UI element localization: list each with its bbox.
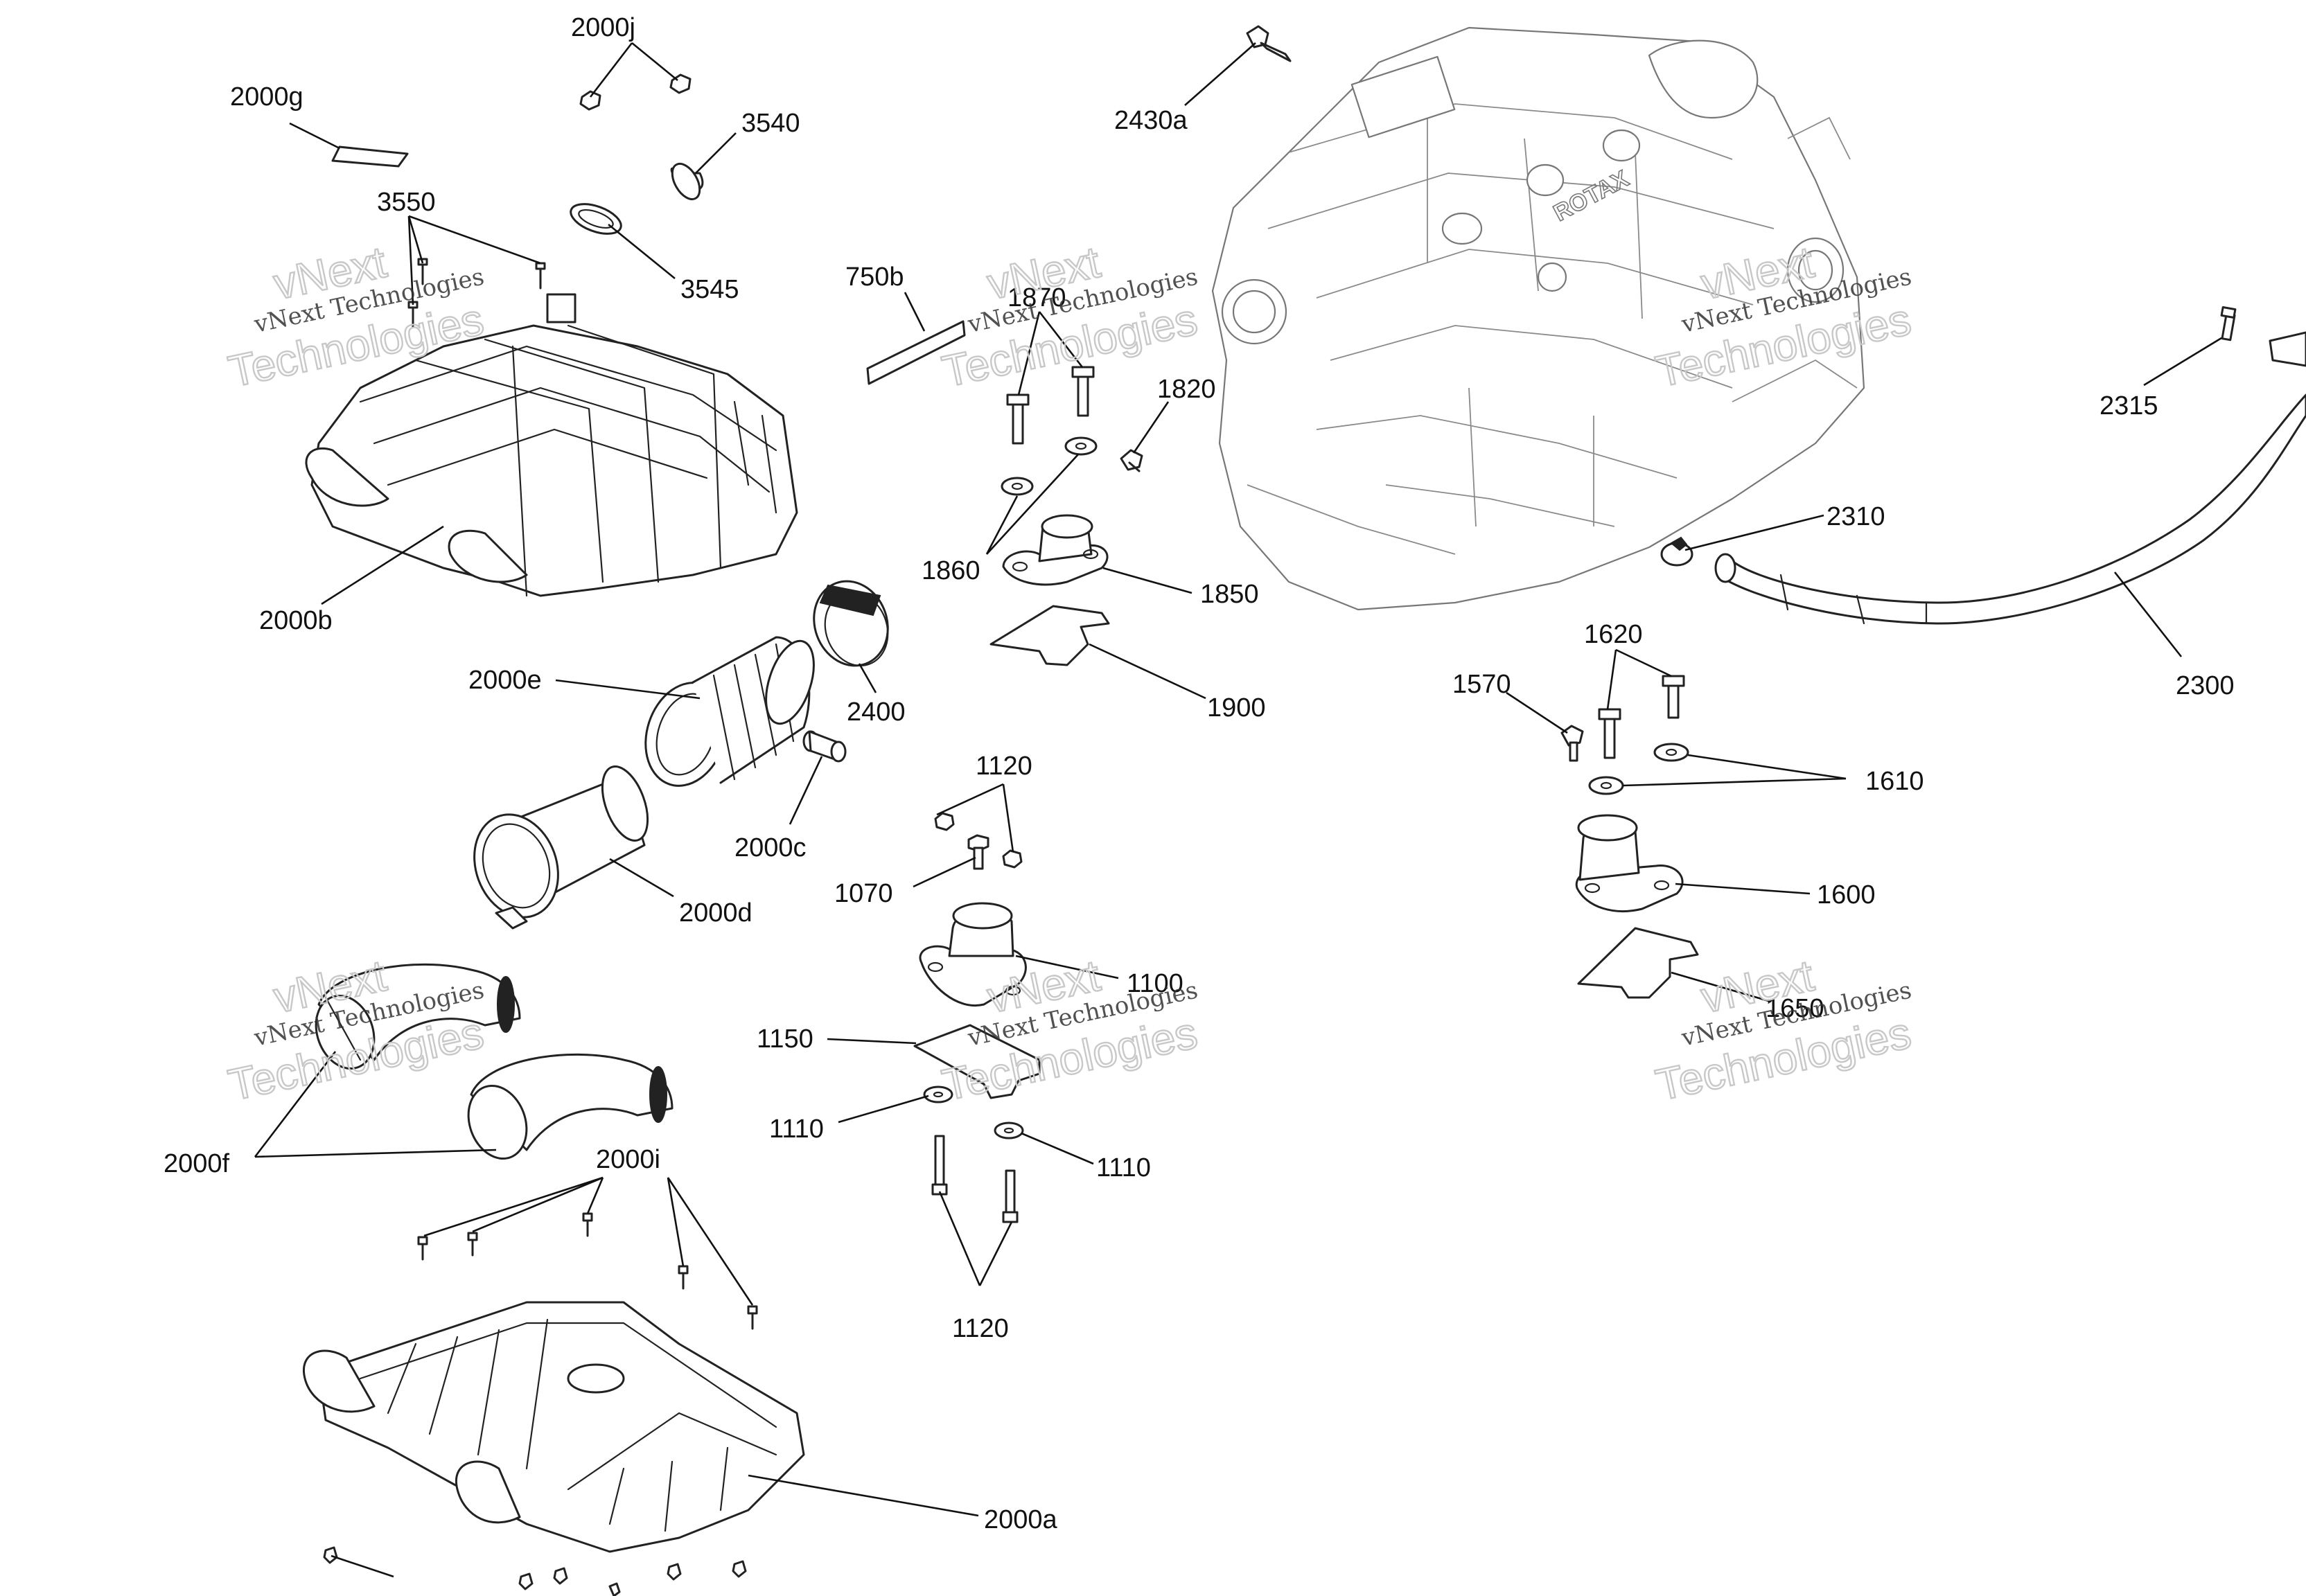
clamp-2310-part: [1660, 536, 1693, 567]
clip-2000j-part: [579, 73, 692, 111]
screw-2000i-part: [417, 1212, 758, 1330]
nut-1120-part: [934, 812, 1023, 869]
label-2315: 2315: [2100, 391, 2158, 420]
engine-mount-1850-part: [1002, 514, 1109, 586]
label-2400: 2400: [847, 698, 906, 727]
seal-3545-part: [570, 203, 622, 235]
label-1120-top: 1120: [976, 752, 1032, 781]
label-2300: 2300: [2176, 671, 2235, 700]
screw-3550-part: [407, 258, 546, 328]
intake-manifold-part: [305, 293, 798, 597]
label-1850: 1850: [1200, 580, 1259, 609]
label-2000g: 2000g: [230, 82, 303, 112]
label-2000f: 2000f: [164, 1149, 230, 1178]
elbow-2000f-part: [315, 963, 674, 1160]
shim-1900-part: [989, 605, 1110, 666]
bolt-2315-part: [2220, 306, 2306, 367]
label-1120-bottom: 1120: [952, 1314, 1009, 1343]
duct-2000e-part: [644, 636, 815, 787]
engine-block: ROTAX: [1211, 26, 1865, 611]
washer-1610-part: [1588, 743, 1689, 795]
tube-2000d-part: [473, 765, 649, 930]
label-1610: 1610: [1865, 767, 1924, 796]
label-2000b: 2000b: [259, 606, 333, 635]
leader-lines: [254, 42, 2222, 1578]
label-2000a: 2000a: [984, 1505, 1058, 1534]
hose-2300-part: [1714, 393, 2306, 625]
bolt-2430a-part: [1246, 25, 1292, 62]
label-1070: 1070: [834, 879, 893, 908]
clamp-2400-part: [813, 580, 889, 667]
label-1650: 1650: [1766, 994, 1824, 1023]
label-3550: 3550: [377, 188, 436, 217]
label-2000d: 2000d: [679, 898, 752, 928]
washer-1860-part: [1001, 436, 1098, 496]
label-1570: 1570: [1452, 670, 1511, 699]
bolt-1570-part: [1560, 725, 1584, 762]
engine-mount-1600-part: [1575, 814, 1684, 912]
label-1900: 1900: [1207, 693, 1266, 722]
bolt-1070-part: [967, 834, 989, 870]
label-1870: 1870: [1007, 283, 1066, 312]
label-1860: 1860: [922, 556, 980, 585]
gasket-2000g-part: [331, 145, 409, 168]
label-2000c: 2000c: [734, 833, 807, 862]
bolt-1620-part: [1598, 675, 1685, 759]
bar-750b-part: [866, 320, 966, 385]
shim-1650-part: [1577, 927, 1699, 999]
bolt-1120-bottom-part: [931, 1135, 1019, 1223]
bolt-1870-part: [1006, 366, 1095, 445]
watermark-4: vNext vNext Technologies Technologies: [223, 950, 489, 1111]
label-2000i: 2000i: [596, 1145, 660, 1174]
label-2310: 2310: [1827, 502, 1885, 531]
fitting-2000c-part: [802, 730, 847, 763]
shim-1150-part: [913, 1024, 1041, 1099]
label-3540: 3540: [741, 109, 800, 138]
clamp-3540-part: [670, 162, 704, 201]
label-1820: 1820: [1157, 375, 1216, 404]
washer-1110-part: [923, 1085, 1024, 1140]
label-1100: 1100: [1127, 969, 1183, 998]
airbox-2000a-part: [302, 1301, 805, 1596]
bolt-1820-part: [1120, 449, 1143, 472]
label-3545: 3545: [680, 275, 739, 304]
label-1600: 1600: [1817, 880, 1876, 910]
label-2000e: 2000e: [468, 666, 542, 695]
label-2430a: 2430a: [1114, 106, 1188, 135]
label-1150: 1150: [757, 1025, 813, 1054]
label-1110-right: 1110: [1096, 1153, 1151, 1182]
label-1620: 1620: [1584, 620, 1643, 649]
watermark-2: vNext vNext Technologies Technologies: [937, 236, 1202, 398]
part-labels: 2000g 2000j 3540 3550 3545 2430a 750b 18…: [164, 13, 2235, 1534]
label-1110-left: 1110: [769, 1115, 824, 1144]
label-2000j: 2000j: [571, 13, 635, 42]
label-750b: 750b: [845, 263, 904, 292]
engine-mount-1100-part: [919, 902, 1027, 1007]
